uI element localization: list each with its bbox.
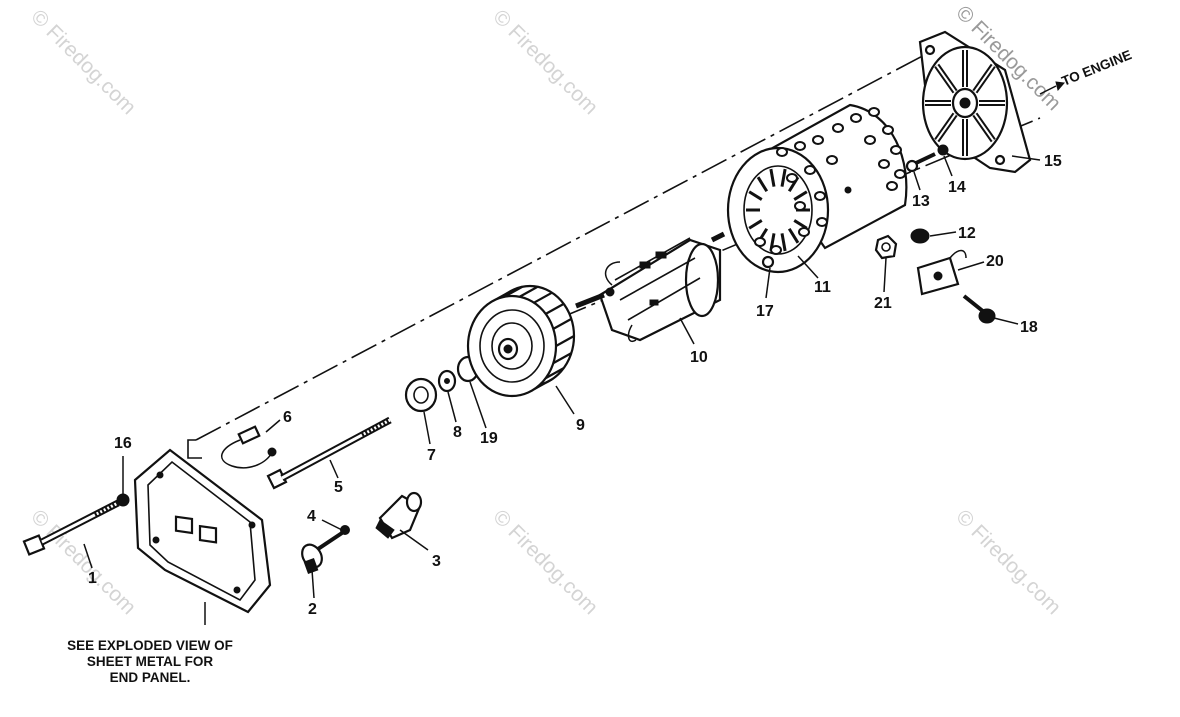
vent-hole xyxy=(786,173,798,183)
part-14-washer xyxy=(937,144,949,156)
vent-hole xyxy=(878,159,890,169)
callout-16: 16 xyxy=(114,435,132,452)
vent-hole xyxy=(776,147,788,157)
stator-slot xyxy=(756,176,769,193)
vent-hole xyxy=(814,191,826,201)
callout-7: 7 xyxy=(427,447,436,464)
end-panel xyxy=(133,448,272,614)
upper-axis-line xyxy=(195,51,931,441)
to-engine-label: TO ENGINE xyxy=(1060,47,1134,89)
fan-blade xyxy=(545,302,565,315)
callout-15: 15 xyxy=(1044,153,1062,170)
part-10-rotor xyxy=(575,231,726,342)
end-panel-note-line-2: SHEET METAL FOR xyxy=(87,654,214,669)
fan-blade xyxy=(552,317,572,330)
callout-10: 10 xyxy=(690,349,708,366)
callout-8: 8 xyxy=(453,424,462,441)
callout-leaders xyxy=(83,155,1041,625)
callout-20: 20 xyxy=(986,253,1004,270)
part-1-bolt xyxy=(22,499,120,556)
fan-blade xyxy=(555,335,575,347)
fan-blade xyxy=(519,285,539,298)
callout-9: 9 xyxy=(576,417,585,434)
stator-slot xyxy=(748,190,763,201)
to-engine-indicator: TO ENGINE xyxy=(1039,47,1134,95)
part-8-washer xyxy=(437,369,457,393)
stator-slot xyxy=(793,219,808,230)
watermark: © Firedog.com xyxy=(951,505,1065,619)
vent-hole xyxy=(868,107,880,117)
end-panel-note: SEE EXPLODED VIEW OF SHEET METAL FOR END… xyxy=(67,638,233,685)
callout-4: 4 xyxy=(307,508,316,525)
watermark: © Firedog.com xyxy=(488,5,602,119)
stator-slot xyxy=(780,233,787,252)
part-18-screw xyxy=(962,294,996,324)
fan-blade xyxy=(545,367,565,380)
part-9-fan xyxy=(466,284,576,398)
fan-blade xyxy=(533,291,553,304)
callout-13: 13 xyxy=(912,193,930,210)
vent-hole xyxy=(826,155,838,165)
vent-hole xyxy=(754,237,766,247)
vent-hole xyxy=(798,227,810,237)
callout-19: 19 xyxy=(480,430,498,447)
vent-hole xyxy=(770,245,782,255)
watermark: © Firedog.com xyxy=(488,505,602,619)
watermark: © Firedog.com xyxy=(26,5,140,119)
fan-blade xyxy=(503,285,523,298)
stator-slot xyxy=(793,190,808,201)
callout-labels: 1 2 3 4 5 6 7 8 19 9 10 11 17 12 13 14 1… xyxy=(88,153,1062,618)
callout-11: 11 xyxy=(814,279,831,296)
part-5-through-bolt xyxy=(266,416,392,490)
assembly-axis-lines xyxy=(187,51,1041,459)
adapter-spoke-highlight xyxy=(935,64,956,93)
vent-hole xyxy=(850,113,862,123)
fan-blade xyxy=(552,352,572,365)
part-21-nut xyxy=(874,234,898,260)
callout-6: 6 xyxy=(283,409,292,426)
part-11-stator-housing xyxy=(726,103,908,274)
axis-bracket xyxy=(187,439,202,459)
callout-3: 3 xyxy=(432,553,441,570)
end-panel-note-line-1: SEE EXPLODED VIEW OF xyxy=(67,638,233,653)
part-2-terminal xyxy=(301,531,344,574)
part-6-wire xyxy=(221,425,277,469)
part-3-connector xyxy=(375,491,423,540)
callout-18: 18 xyxy=(1020,319,1038,336)
callout-17: 17 xyxy=(756,303,774,320)
vent-hole xyxy=(886,181,898,191)
callout-5: 5 xyxy=(334,479,343,496)
part-20-bracket xyxy=(916,249,967,296)
vent-hole xyxy=(894,169,906,179)
vent-hole xyxy=(794,201,806,211)
adapter-spoke-highlight xyxy=(974,64,995,93)
end-panel-note-line-3: END PANEL. xyxy=(110,670,191,685)
callout-12: 12 xyxy=(958,225,976,242)
callout-14: 14 xyxy=(948,179,966,196)
vent-hole xyxy=(882,125,894,135)
stator-slot xyxy=(787,227,800,244)
stator-slot xyxy=(780,168,787,187)
part-7-bearing xyxy=(404,377,438,413)
vent-hole xyxy=(804,165,816,175)
stator-slot xyxy=(769,168,776,187)
vent-hole xyxy=(864,135,876,145)
vent-hole xyxy=(794,141,806,151)
part-12-nut xyxy=(910,228,930,244)
vent-hole xyxy=(812,135,824,145)
adapter-spoke-highlight xyxy=(974,113,995,142)
vent-hole xyxy=(890,145,902,155)
part-13-screw xyxy=(905,152,936,173)
part-15-engine-adapter xyxy=(918,30,1032,174)
vent-hole xyxy=(832,123,844,133)
part-16-washer xyxy=(116,493,130,507)
adapter-spoke-highlight xyxy=(935,113,956,142)
stator-slot xyxy=(748,219,763,230)
callout-21: 21 xyxy=(874,295,892,312)
part-17-grommet xyxy=(761,255,775,269)
callout-1: 1 xyxy=(88,570,97,587)
vent-hole xyxy=(816,217,828,227)
callout-2: 2 xyxy=(308,601,317,618)
